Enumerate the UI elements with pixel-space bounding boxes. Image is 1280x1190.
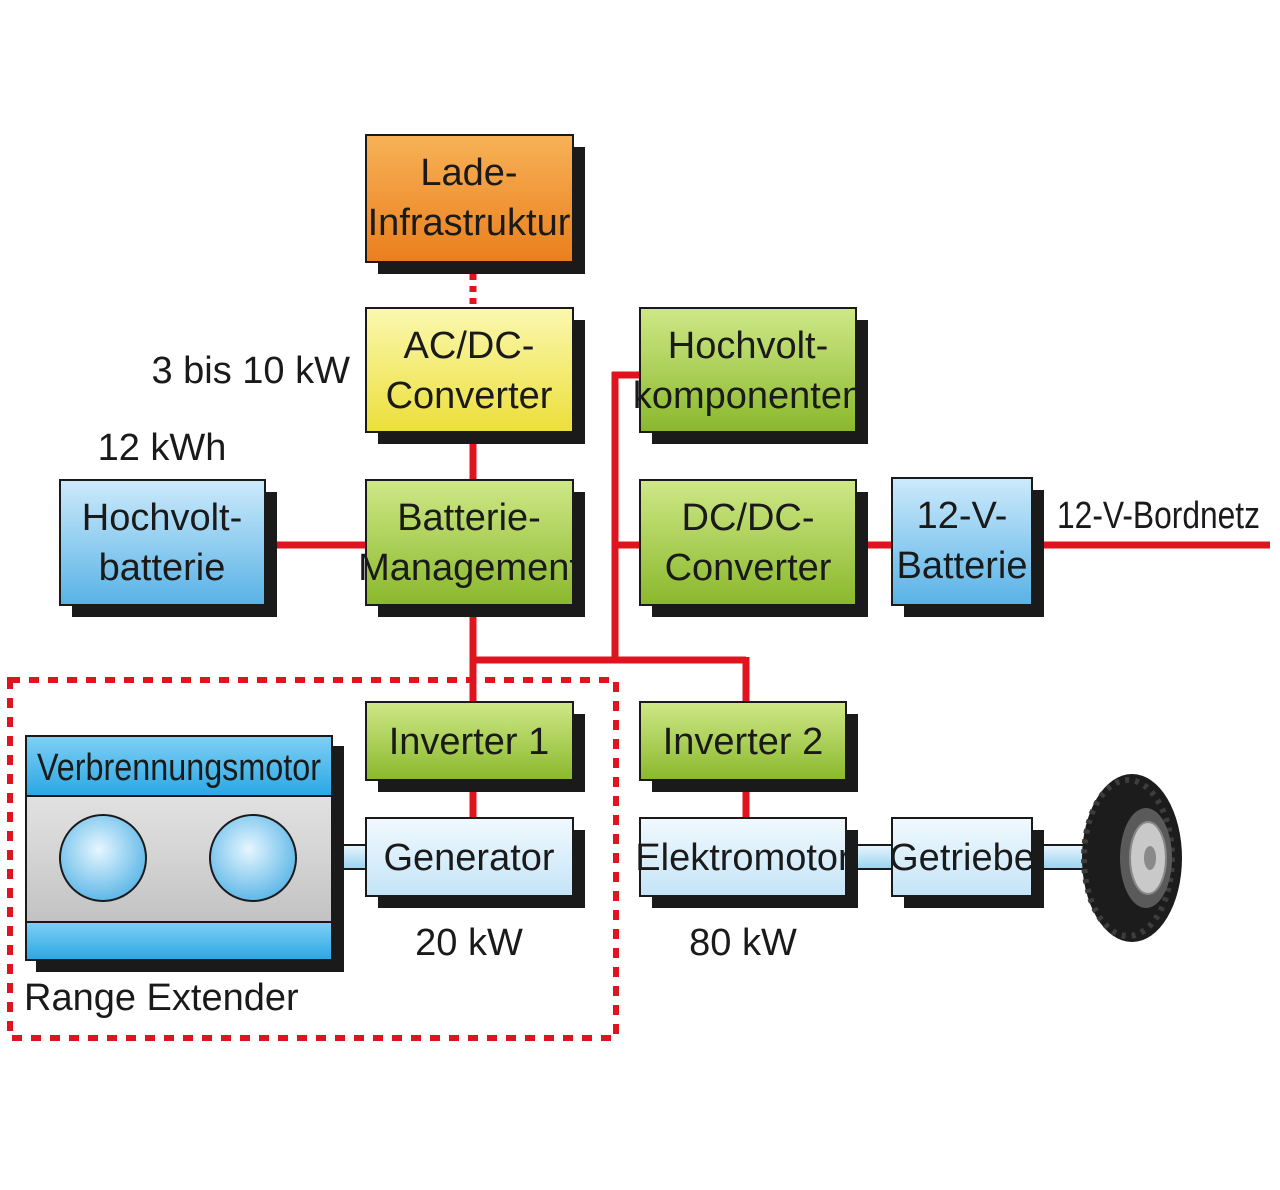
hvbat-line-1: Hochvolt- <box>82 497 243 539</box>
bat12-line-1: 12-V- <box>917 495 1008 537</box>
power-connections <box>272 262 1270 818</box>
box-inverter-2: Inverter 2 <box>639 701 858 792</box>
acdc-line-2: Converter <box>386 375 553 417</box>
lade-line-1: Lade- <box>420 152 517 194</box>
box-acdc-converter: AC/DC- Converter <box>365 307 585 444</box>
bordnetz-label: 12-V-Bordnetz <box>1057 495 1260 537</box>
box-elektromotor: Elektromotor <box>635 817 858 908</box>
verbrennungsmotor-label: Verbrennungsmotor <box>37 747 321 789</box>
batmgmt-line-2: Management <box>358 547 580 589</box>
range-extender-frame <box>7 677 619 1041</box>
hvkomp-line-2: komponenten <box>633 375 863 417</box>
bat12-line-2: Batterie <box>897 545 1028 587</box>
getriebe-label: Getriebe <box>889 837 1035 879</box>
power-elektromotor-label: 80 kW <box>689 922 797 964</box>
box-12v-batterie: 12-V- Batterie <box>891 477 1044 617</box>
lade-line-2: Infrastruktur <box>368 202 571 244</box>
hvkomp-line-1: Hochvolt- <box>668 325 829 367</box>
inv1-label: Inverter 1 <box>389 721 550 763</box>
box-batterie-management: Batterie- Management <box>358 479 585 617</box>
elektromotor-label: Elektromotor <box>635 837 851 879</box>
box-hochvolt-komponenten: Hochvolt- komponenten <box>633 307 868 444</box>
capacity-hvbat-label: 12 kWh <box>98 427 227 469</box>
acdc-line-1: AC/DC- <box>404 325 535 367</box>
batmgmt-line-1: Batterie- <box>397 497 541 539</box>
dcdc-line-2: Converter <box>665 547 832 589</box>
cylinder-right <box>209 814 297 902</box>
box-dcdc-converter: DC/DC- Converter <box>639 479 868 617</box>
box-hochvolt-batterie: Hochvolt- batterie <box>59 479 277 617</box>
box-generator: Generator <box>365 817 585 908</box>
tire-wheel-icon <box>1081 774 1182 942</box>
power-acdc-label: 3 bis 10 kW <box>151 350 350 392</box>
box-inverter-1: Inverter 1 <box>365 701 585 792</box>
range-extender-label: Range Extender <box>24 977 299 1019</box>
cylinder-left <box>59 814 147 902</box>
engine-top-bar <box>25 735 333 797</box>
generator-label: Generator <box>383 837 554 879</box>
engine-bottom-bar <box>25 921 333 961</box>
hvbat-line-2: batterie <box>99 547 226 589</box>
combustion-engine-icon: Verbrennungsmotor <box>25 735 344 972</box>
box-getriebe: Getriebe <box>889 817 1044 908</box>
inv2-label: Inverter 2 <box>663 721 824 763</box>
dcdc-line-1: DC/DC- <box>682 497 815 539</box>
power-generator-label: 20 kW <box>415 922 523 964</box>
box-lade-infrastruktur: Lade- Infrastruktur <box>365 134 585 274</box>
